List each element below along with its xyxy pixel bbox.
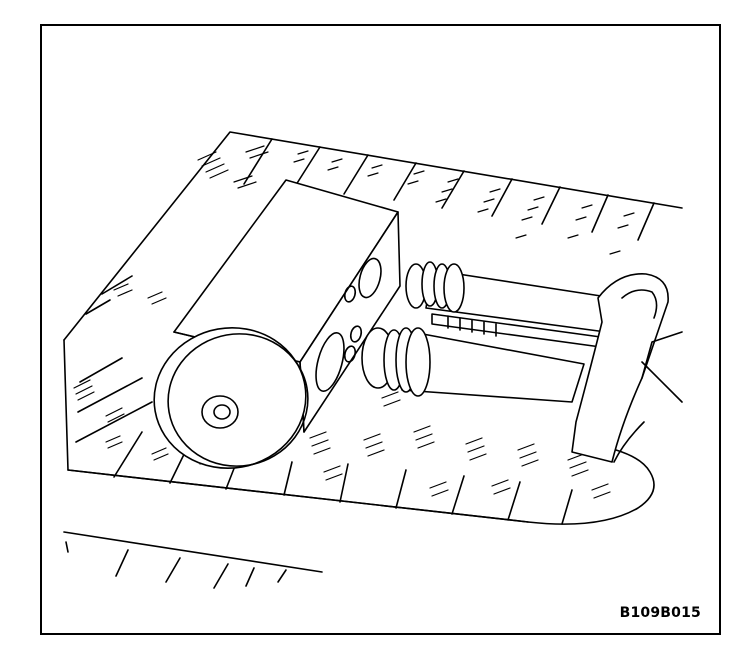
evaporator-fin-surface bbox=[63, 131, 683, 525]
pipe-flange bbox=[571, 273, 683, 463]
figure-code-label: B109B015 bbox=[619, 605, 701, 621]
valve-port-holes bbox=[315, 257, 382, 392]
figure-frame: B109B015 bbox=[40, 24, 721, 635]
refrigerant-pipes bbox=[361, 261, 615, 403]
lower-fin-fragment bbox=[63, 531, 323, 589]
expansion-valve-illustration bbox=[63, 131, 683, 589]
valve-end-disc bbox=[153, 327, 309, 469]
